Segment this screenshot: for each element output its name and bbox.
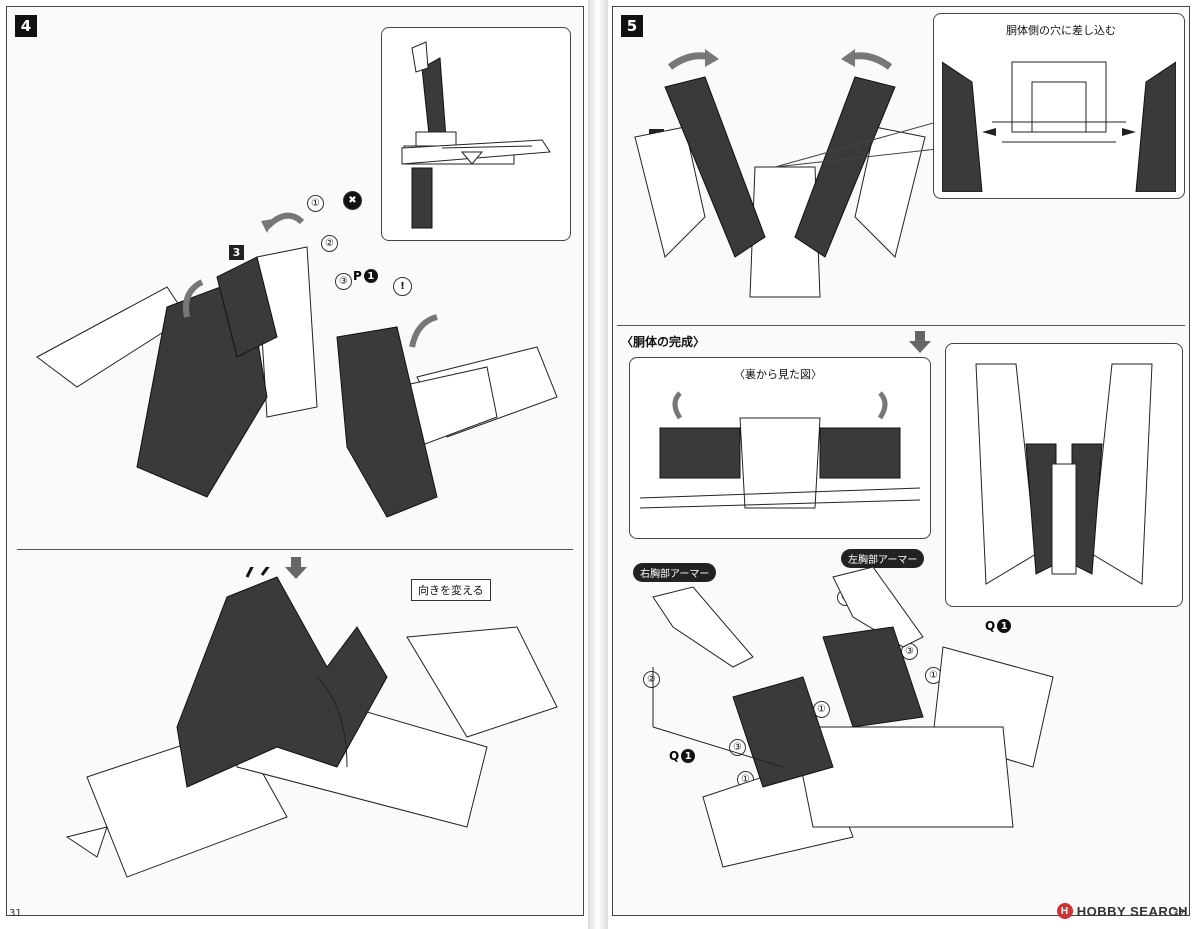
front-view-inset [945, 343, 1183, 607]
back-view-inset: 〈裏から見た図〉 [629, 357, 931, 539]
right-page: 5 4 胴体側の穴に差し込む 〈胴体の完成〉 〈裏から見た図〉 [612, 6, 1190, 919]
callout-2-right-armor: ② [643, 671, 660, 688]
brand-logo-icon: H [1056, 903, 1073, 919]
callout-1-a: ① [813, 701, 830, 718]
insert-instruction-label: 胴体側の穴に差し込む [1006, 24, 1116, 37]
step-divider [617, 325, 1185, 326]
callout-2: ② [321, 235, 338, 252]
back-view-illustration [640, 391, 920, 509]
left-chest-armor-label: 左胸部アーマー [841, 549, 925, 568]
part-letter: Q [669, 749, 680, 763]
brand-name: HOBBY SEARCH [1076, 903, 1188, 919]
part-letter: Q [985, 619, 996, 633]
part-number: 1 [997, 619, 1012, 633]
callout-3: ③ [335, 273, 352, 290]
book-spine [588, 0, 608, 929]
page-number: 32 [1172, 908, 1185, 919]
upper-assembly-illustration [36, 212, 558, 518]
section-title: 〈胴体の完成〉 [621, 335, 706, 349]
part-number: 1 [363, 269, 378, 283]
part-p1-badge: P 1 [353, 269, 378, 283]
part-q1-badge-bottom: Q 1 [669, 749, 696, 763]
watermark: H HOBBY SEARCH [1056, 903, 1188, 919]
front-view-illustration [975, 363, 1153, 585]
right-chest-armor-label: 右胸部アーマー [633, 563, 717, 582]
down-arrow-icon [909, 331, 931, 353]
reference-inset [381, 27, 571, 241]
step-number-badge: 4 [15, 15, 37, 37]
remove-mark-icon: ✖ [343, 191, 362, 210]
part-letter: P [353, 269, 362, 283]
lower-assembly-illustration [65, 567, 558, 878]
chest-armor-assembly-illustration [652, 567, 1054, 868]
down-arrow-icon [285, 557, 307, 579]
left-page: 4 ① ② ③ ✖ ! P 1 3 [6, 6, 584, 919]
page-number: 31 [9, 908, 22, 919]
part-q1-badge-top: Q 1 [985, 619, 1012, 633]
callout-1: ① [307, 195, 324, 212]
sub-step-badge: 3 [229, 245, 244, 260]
step-number-badge: 5 [621, 15, 643, 37]
back-view-label: 〈裏から見た図〉 [734, 368, 822, 381]
part-number: 1 [681, 749, 696, 763]
insert-detail-illustration [942, 61, 1176, 192]
insert-detail-inset: 胴体側の穴に差し込む [933, 13, 1185, 199]
torso-arm-insert-illustration [634, 49, 955, 298]
caution-icon: ! [393, 277, 412, 296]
inset-illustration [401, 41, 551, 229]
step-divider [17, 549, 573, 550]
turn-direction-label: 向きを変える [411, 579, 491, 601]
